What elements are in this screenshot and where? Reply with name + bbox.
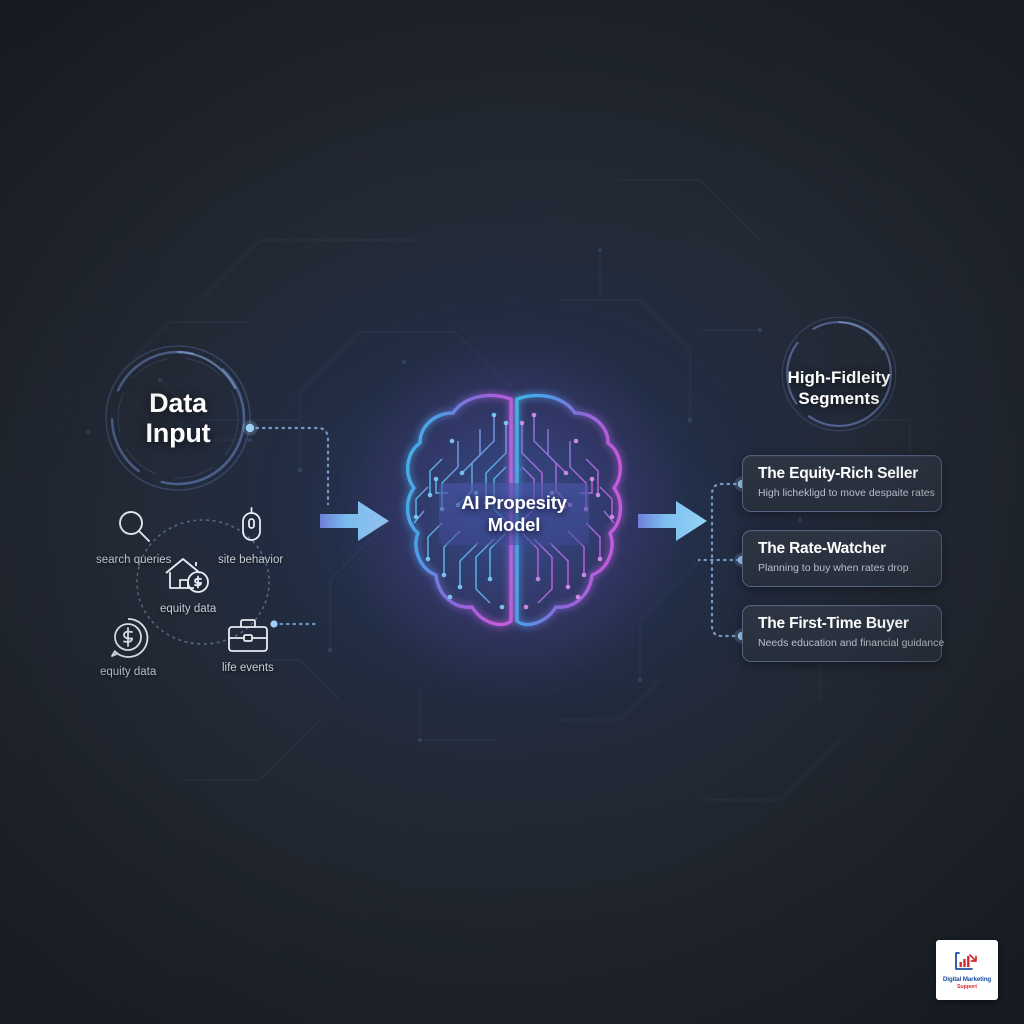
segment-card-subtitle: High lichekligd to move despaite rates (758, 487, 935, 499)
input-icon-label: equity data (100, 666, 157, 678)
logo-text-secondary: Support (957, 983, 977, 990)
segment-card[interactable]: The Rate-Watcher Planning to buy when ra… (742, 530, 942, 587)
mouse-icon (230, 506, 272, 548)
input-icon-label: equity data (160, 603, 217, 615)
bar-chart-arrow-icon (955, 951, 977, 970)
dollar-coin-icon (106, 616, 150, 660)
segments-title: High-Fidleity Segments (765, 328, 913, 448)
brand-logo[interactable]: Digital Marketing Support (936, 940, 998, 1000)
input-icon-site-behavior: site behavior (218, 506, 283, 566)
segment-card[interactable]: The Equity-Rich Seller High lichekligd t… (742, 455, 942, 512)
segment-card-subtitle: Needs education and financial guidance (758, 637, 945, 649)
input-icon-equity-data-coin: equity data (100, 616, 156, 678)
segment-card-title: The Rate-Watcher (758, 540, 886, 557)
house-dollar-icon (160, 553, 216, 597)
data-input-title-line1: Data (149, 387, 207, 418)
input-icon-label: site behavior (218, 554, 284, 566)
ai-model-label-line1: AI Propesity (461, 492, 567, 514)
magnifier-icon (113, 506, 155, 548)
segment-card-title: The First-Time Buyer (758, 615, 909, 632)
data-input-title-line2: Input (145, 418, 211, 448)
segments-node: High-Fidleity Segments (765, 316, 913, 448)
data-input-title: Data Input (103, 343, 253, 493)
segment-card-title: The Equity-Rich Seller (758, 465, 919, 482)
data-input-node: Data Input (103, 343, 253, 493)
segments-title-line2: Segments (798, 389, 880, 408)
ai-model-label: AI Propesity Model (439, 483, 589, 545)
ai-model-node: AI Propesity Model (338, 333, 690, 695)
briefcase-icon (224, 616, 272, 656)
segment-card-subtitle: Planning to buy when rates drop (758, 562, 909, 574)
input-icon-label: life events (222, 662, 274, 674)
ai-model-label-line2: Model (487, 514, 541, 535)
input-icon-life-events: life events (222, 616, 274, 674)
segment-card[interactable]: The First-Time Buyer Needs education and… (742, 605, 945, 662)
input-icon-equity-data-house: equity data (160, 553, 216, 615)
logo-text-primary: Digital Marketing (942, 975, 992, 983)
segments-title-line1: High-Fidleity (787, 367, 891, 387)
